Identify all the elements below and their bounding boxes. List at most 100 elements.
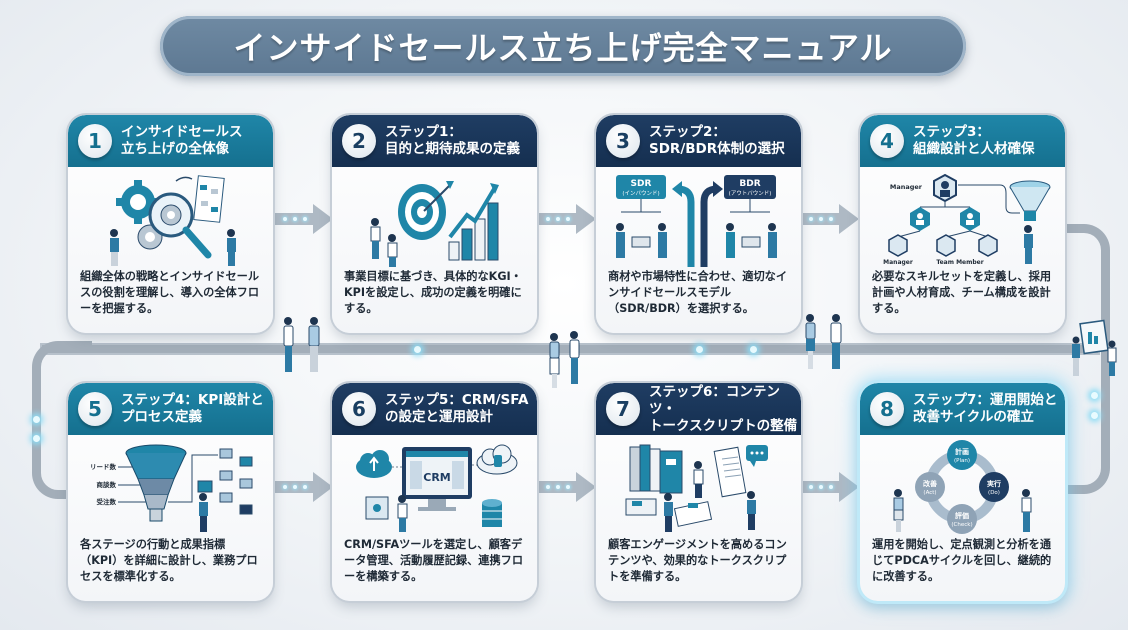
step-header: 2 ステップ1： 目的と期待成果の定義 <box>332 115 537 167</box>
step-header: 7 ステップ6：コンテンツ・ トークスクリプトの整備 <box>596 383 801 435</box>
step-title: ステップ5：CRM/SFA の設定と運用設計 <box>385 392 529 425</box>
kpi-funnel-illustration: リード数 商談数 受注数 <box>68 435 273 535</box>
svg-text:(Act): (Act) <box>923 490 936 496</box>
step-description: 事業目標に基づき、具体的なKGI・KPIを設定し、成功の定義を明確にする。 <box>344 270 522 315</box>
org-bottom-label: Team Member <box>936 259 983 266</box>
step-header: 3 ステップ2： SDR/BDR体制の選択 <box>596 115 801 167</box>
glow-dot <box>1091 412 1098 419</box>
step-description: 顧客エンゲージメントを高めるコンテンツや、効果的なトークスクリプトを準備する。 <box>608 538 787 583</box>
person-icon <box>370 218 381 259</box>
glow-dot <box>750 346 757 353</box>
cube-icon <box>365 496 389 520</box>
bdr-box <box>724 175 776 199</box>
step-card-6: 6 ステップ5：CRM/SFA の設定と運用設計 CRM CRM/SFAツールを… <box>332 383 537 601</box>
arrow-right-icon <box>538 204 596 234</box>
step-card-4: 4 ステップ3： 組織設計と人材確保 Manager Manager Team … <box>860 115 1065 333</box>
step-card-3: 3 ステップ2： SDR/BDR体制の選択 SDR (インバウンド) BDR (… <box>596 115 801 333</box>
svg-text:計画: 計画 <box>955 447 969 456</box>
process-flow-icon <box>168 448 253 515</box>
arrow-right-icon <box>700 185 718 267</box>
step-number-badge: 6 <box>342 392 376 426</box>
people-figures <box>800 312 850 374</box>
people-figures <box>278 315 328 377</box>
step-header: 1 インサイドセールス 立ち上げの全体像 <box>68 115 273 167</box>
person-icon <box>387 234 398 267</box>
gears-magnifier-illustration <box>68 167 273 267</box>
step-description: 商材や市場特性に合わせ、適切なインサイドセールスモデル（SDR/BDR）を選択す… <box>608 270 788 315</box>
step-number-badge: 2 <box>342 124 376 158</box>
step-header: 6 ステップ5：CRM/SFA の設定と運用設計 <box>332 383 537 435</box>
magnifier-icon <box>148 192 212 259</box>
person-icon <box>199 493 208 532</box>
arrow-right-icon <box>801 472 859 502</box>
pdca-cycle-illustration: 計画 (Plan) 実行 (Do) 評価 (Check) 改善 (Act) <box>860 435 1065 535</box>
glow-dot <box>33 416 40 423</box>
chat-bubble-icon <box>746 445 768 467</box>
arrow-right-icon <box>538 472 596 502</box>
document-icon <box>713 446 747 498</box>
person-icon <box>693 461 704 498</box>
step-title: ステップ3： 組織設計と人材確保 <box>913 124 1035 157</box>
step-description: 組織全体の戦略とインサイドセールスの役割を理解し、導入の全体フローを把握する。 <box>80 270 260 315</box>
person-icon <box>664 493 673 532</box>
org-chart-illustration: Manager Manager Team Member <box>860 167 1065 267</box>
step-card-2: 2 ステップ1： 目的と期待成果の定義 事業目標に基づき、具体的なKGI・KPI… <box>332 115 537 333</box>
step-card-8: 8 ステップ7：運用開始と 改善サイクルの確立 計画 (Plan) 実行 (Do… <box>860 383 1065 601</box>
step-number-badge: 4 <box>870 124 904 158</box>
page-title: インサイドセールス立ち上げ完全マニュアル <box>233 29 893 67</box>
books-icon <box>629 444 683 494</box>
step-card-5: 5 ステップ4：KPI設計と プロセス定義 リード数 商談数 受注数 <box>68 383 273 601</box>
step-header: 4 ステップ3： 組織設計と人材確保 <box>860 115 1065 167</box>
crm-screen-label: CRM <box>423 471 451 484</box>
member-avatar-icon <box>888 234 908 257</box>
papers-icon <box>625 498 713 527</box>
cloud-database-icon <box>476 444 518 475</box>
org-top-label: Manager <box>890 183 923 191</box>
svg-text:(Check): (Check) <box>951 522 972 528</box>
funnel-label: 受注数 <box>97 497 117 506</box>
member-avatar-icon <box>978 234 998 257</box>
svg-text:(Do): (Do) <box>988 490 1000 496</box>
flowchart-icon <box>193 175 225 223</box>
pdca-plan: 計画 (Plan) <box>947 440 977 470</box>
books-documents-illustration <box>596 435 801 535</box>
funnel-label: リード数 <box>90 462 117 471</box>
person-icon <box>1021 489 1032 532</box>
step-description: 運用を開始し、定点観測と分析を通じてPDCAサイクルを回し、継続的に改善する。 <box>872 538 1052 583</box>
target-icon <box>398 181 454 240</box>
glow-dot <box>1091 392 1098 399</box>
step-title: ステップ6：コンテンツ・ トークスクリプトの整備 <box>649 383 798 434</box>
pdca-act: 改善 (Act) <box>915 472 945 502</box>
bar-chart-icon <box>448 202 499 261</box>
step-number-badge: 8 <box>870 392 904 426</box>
bdr-label: BDR <box>739 179 760 189</box>
step-number-badge: 7 <box>606 392 640 426</box>
title-banner: インサイドセールス立ち上げ完全マニュアル <box>160 16 966 76</box>
sdr-bdr-illustration: SDR (インバウンド) BDR (アウトバウンド) <box>596 167 801 267</box>
step-description: CRM/SFAツールを選定し、顧客データ管理、活動履歴記録、連携フローを構築する… <box>344 538 524 583</box>
funnel-icon <box>125 444 187 522</box>
step-title: インサイドセールス 立ち上げの全体像 <box>121 124 243 157</box>
glow-dot <box>414 346 421 353</box>
monitor-icon <box>402 447 472 511</box>
crm-illustration: CRM <box>332 435 537 535</box>
pdca-check: 評価 (Check) <box>947 504 977 534</box>
pdca-do: 実行 (Do) <box>979 472 1009 502</box>
step-number-badge: 3 <box>606 124 640 158</box>
person-icon <box>397 495 408 532</box>
step-description: 必要なスキルセットを定義し、採用計画や人材育成、チーム構成を設計する。 <box>872 270 1052 315</box>
funnel-label: 商談数 <box>97 480 117 489</box>
sdr-sublabel: (インバウンド) <box>622 189 659 197</box>
person-icon <box>1024 225 1033 264</box>
svg-text:評価: 評価 <box>955 511 969 520</box>
step-number-badge: 5 <box>78 392 112 426</box>
step-title: ステップ4：KPI設計と プロセス定義 <box>121 392 264 425</box>
step-card-1: 1 インサイドセールス 立ち上げの全体像 組織全体の戦略とインサイドセールスの役… <box>68 115 273 333</box>
step-header: 8 ステップ7：運用開始と 改善サイクルの確立 <box>860 383 1065 435</box>
bdr-sublabel: (アウトバウンド) <box>729 189 772 197</box>
arrow-right-icon <box>275 204 333 234</box>
step-number-badge: 1 <box>78 124 112 158</box>
step-title: ステップ7：運用開始と 改善サイクルの確立 <box>913 392 1058 425</box>
sdr-label: SDR <box>631 179 652 189</box>
person-icon <box>747 491 756 530</box>
